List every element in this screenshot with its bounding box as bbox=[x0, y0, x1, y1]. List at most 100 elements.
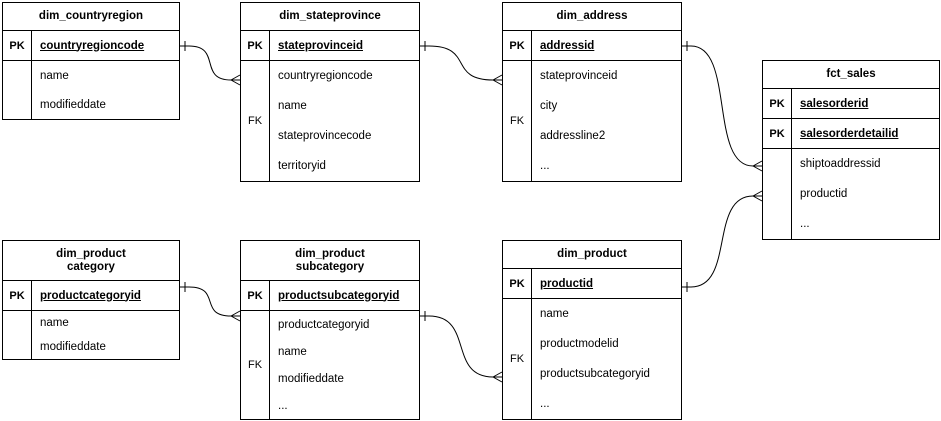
entity-title: dim_address bbox=[503, 3, 681, 31]
foreign-key-badge bbox=[3, 61, 31, 119]
key-badge: PK bbox=[769, 127, 785, 140]
attribute-list: name productmodelid productsubcategoryid..… bbox=[531, 299, 681, 419]
attribute-row[interactable]: ... bbox=[800, 218, 810, 230]
attribute-row[interactable]: modifieddate bbox=[40, 98, 106, 111]
relationship-subcategory-to-product bbox=[420, 311, 503, 383]
key-field-name: salesorderdetailid bbox=[800, 127, 899, 140]
key-badge: PK bbox=[247, 289, 263, 302]
attribute-row[interactable]: shiptoaddressid bbox=[800, 158, 881, 170]
key-field-name: salesorderid bbox=[800, 97, 869, 110]
key-row[interactable]: PK countryregioncode bbox=[3, 31, 179, 61]
relationship-address-to-sales bbox=[682, 41, 763, 172]
attribute-list: name modifieddate bbox=[31, 61, 179, 119]
attribute-block: shiptoaddressid productid... bbox=[763, 149, 939, 239]
key-row[interactable]: PK addressid bbox=[503, 31, 681, 61]
attribute-row[interactable]: addressline2 bbox=[540, 130, 606, 142]
attribute-row[interactable]: productid bbox=[800, 188, 848, 200]
attribute-row[interactable]: ... bbox=[540, 398, 550, 410]
key-row[interactable]: PK productsubcategoryid bbox=[241, 281, 419, 311]
attribute-block: FK productcategoryid name modifieddate... bbox=[241, 311, 419, 419]
crowsfoot-lower bbox=[230, 79, 241, 86]
attribute-list: stateprovinceid city addressline2... bbox=[531, 61, 681, 181]
attribute-row[interactable]: name bbox=[278, 100, 307, 112]
attribute-row[interactable]: ... bbox=[540, 160, 550, 172]
foreign-key-badge: FK bbox=[509, 115, 525, 127]
crowsfoot-upper bbox=[492, 371, 503, 378]
key-field-name: stateprovinceid bbox=[278, 39, 363, 52]
relationship-product-to-sales bbox=[682, 190, 763, 292]
attribute-row[interactable]: name bbox=[540, 308, 569, 320]
attribute-list: name modifieddate bbox=[31, 311, 179, 359]
foreign-key-badge: FK bbox=[247, 359, 263, 371]
attribute-row[interactable]: stateprovinceid bbox=[540, 70, 618, 82]
crowsfoot-lower bbox=[492, 376, 503, 383]
entity-rows: PK countryregioncode name modifieddate bbox=[3, 31, 179, 119]
foreign-key-badge bbox=[3, 311, 31, 359]
attribute-row[interactable]: countryregioncode bbox=[278, 70, 373, 82]
crowsfoot-lower bbox=[752, 165, 763, 172]
attribute-row[interactable]: modifieddate bbox=[278, 372, 344, 385]
entity-title: dim_product bbox=[503, 241, 681, 269]
attribute-block: name modifieddate bbox=[3, 311, 179, 359]
attribute-row[interactable]: productsubcategoryid bbox=[540, 368, 650, 380]
key-field-name: productsubcategoryid bbox=[278, 289, 400, 302]
key-field-name: addressid bbox=[540, 39, 595, 52]
attribute-row[interactable]: productcategoryid bbox=[278, 318, 370, 331]
key-badge: PK bbox=[9, 289, 25, 302]
attribute-row[interactable]: productmodelid bbox=[540, 338, 619, 350]
relationship-line bbox=[188, 286, 232, 317]
key-badge: PK bbox=[509, 277, 525, 290]
relationship-productcategory-to-subcategory bbox=[180, 282, 241, 322]
attribute-block: name modifieddate bbox=[3, 61, 179, 119]
attribute-row[interactable]: ... bbox=[278, 399, 288, 412]
relationship-line bbox=[428, 45, 494, 81]
entity-title: dim_countryregion bbox=[3, 3, 179, 31]
attribute-list: shiptoaddressid productid... bbox=[791, 149, 939, 239]
crowsfoot-lower bbox=[492, 79, 503, 86]
relationship-countryregion-to-stateprovince bbox=[180, 41, 241, 86]
attribute-block: FK stateprovinceid city addressline2... bbox=[503, 61, 681, 181]
relationship-line bbox=[428, 315, 494, 378]
relationship-stateprovince-to-address bbox=[420, 41, 503, 86]
crowsfoot-lower bbox=[752, 195, 763, 202]
crowsfoot-upper bbox=[230, 310, 241, 317]
attribute-row[interactable]: city bbox=[540, 100, 558, 112]
attribute-row[interactable]: stateprovincecode bbox=[278, 130, 372, 142]
entity-rows: PK productcategoryid name modifieddate bbox=[3, 281, 179, 359]
key-badge: PK bbox=[509, 39, 525, 52]
key-row[interactable]: PK stateprovinceid bbox=[241, 31, 419, 61]
key-badge: PK bbox=[769, 97, 785, 110]
relationship-line bbox=[188, 45, 232, 81]
crowsfoot-upper bbox=[230, 74, 241, 81]
key-badge: PK bbox=[9, 39, 25, 52]
key-row[interactable]: PK salesorderdetailid bbox=[763, 119, 939, 149]
crowsfoot-lower bbox=[230, 315, 241, 322]
key-field-name: productcategoryid bbox=[40, 289, 141, 302]
attribute-row[interactable]: name bbox=[40, 317, 69, 329]
entity-title: dim_stateprovince bbox=[241, 3, 419, 31]
crowsfoot-upper bbox=[752, 160, 763, 167]
key-row[interactable]: PK salesorderid bbox=[763, 89, 939, 119]
key-badge: PK bbox=[247, 39, 263, 52]
key-field-name: countryregioncode bbox=[40, 39, 145, 52]
attribute-row[interactable]: name bbox=[278, 345, 307, 358]
key-row[interactable]: PK productcategoryid bbox=[3, 281, 179, 311]
attribute-row[interactable]: modifieddate bbox=[40, 341, 106, 353]
attribute-row[interactable]: territoryid bbox=[278, 160, 326, 172]
key-row[interactable]: PK productid bbox=[503, 269, 681, 299]
attribute-row[interactable]: name bbox=[40, 69, 69, 82]
key-field-name: productid bbox=[540, 277, 594, 290]
